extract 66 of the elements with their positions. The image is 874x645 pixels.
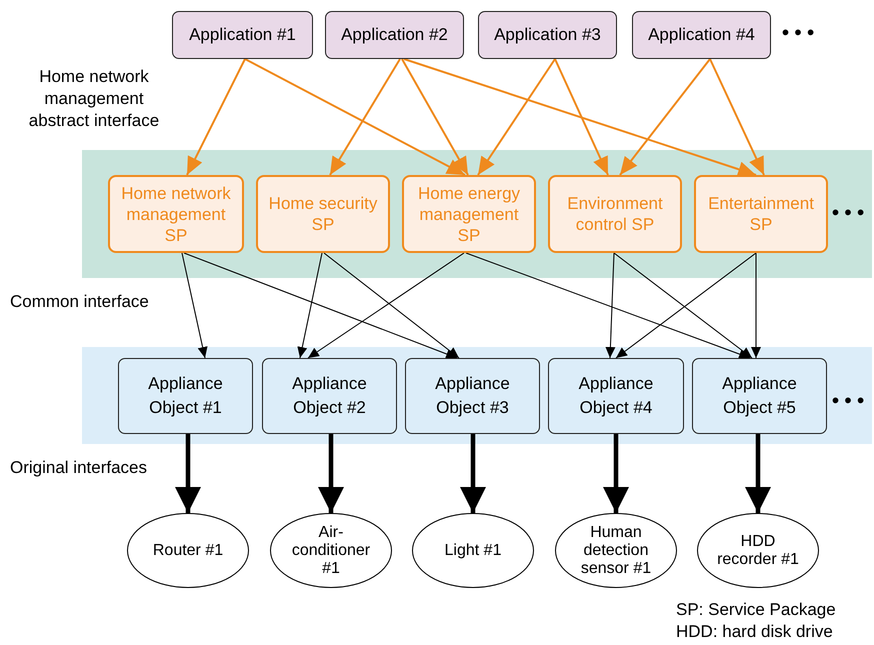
interface-label: Common interface bbox=[10, 292, 149, 312]
node-label: Home security SP bbox=[268, 193, 378, 235]
service-package-box bbox=[256, 175, 390, 253]
ellipsis-dots: • • • bbox=[832, 202, 864, 225]
node-label: Router #1 bbox=[152, 542, 224, 560]
node-label: Home energy management SP bbox=[416, 182, 522, 246]
arrow bbox=[182, 252, 208, 358]
node-label: Appliance Object #5 bbox=[721, 373, 798, 419]
node-label: Application #3 bbox=[494, 25, 601, 45]
node-label: Appliance Object #4 bbox=[578, 373, 654, 419]
device-ellipse bbox=[555, 513, 677, 588]
arrow bbox=[619, 58, 711, 176]
node-label: Application #1 bbox=[189, 25, 296, 45]
node-label: HDD recorder #1 bbox=[716, 532, 800, 568]
service-package-box bbox=[402, 175, 536, 253]
arrow bbox=[709, 58, 765, 176]
arrow bbox=[404, 58, 756, 177]
appliance-object-box bbox=[692, 358, 827, 434]
arrow bbox=[297, 252, 322, 358]
service-package-box bbox=[548, 175, 682, 253]
application-box bbox=[325, 11, 464, 59]
node-label: Application #4 bbox=[648, 25, 755, 45]
arrow bbox=[184, 252, 458, 359]
appliance-object-box bbox=[405, 358, 540, 434]
ellipsis-dots: • • • bbox=[782, 22, 814, 45]
interface-label: Home network management abstract interface bbox=[28, 66, 160, 132]
node-label: Appliance Object #3 bbox=[434, 373, 511, 419]
abbreviation-note: HDD: hard disk drive bbox=[676, 622, 833, 642]
node-label: Appliance Object #2 bbox=[291, 373, 368, 419]
node-label: Light #1 bbox=[444, 542, 502, 560]
arrow bbox=[460, 434, 486, 513]
appliance-object-box bbox=[262, 358, 397, 434]
device-ellipse bbox=[127, 513, 249, 588]
arrow bbox=[603, 434, 629, 513]
device-ellipse bbox=[412, 513, 534, 588]
arrow bbox=[401, 58, 469, 176]
abbreviation-note: SP: Service Package bbox=[676, 600, 836, 620]
node-label: Appliance Object #1 bbox=[147, 373, 224, 419]
node-label: Human detection sensor #1 bbox=[580, 524, 652, 578]
appliance-object-box bbox=[548, 358, 684, 434]
appliance-object-box bbox=[118, 358, 253, 434]
arrow bbox=[186, 58, 246, 176]
device-ellipse bbox=[697, 513, 819, 588]
application-box bbox=[478, 11, 617, 59]
arrow bbox=[329, 58, 401, 176]
node-label: Entertainment SP bbox=[707, 193, 815, 235]
arrow bbox=[244, 58, 466, 176]
arrow bbox=[745, 434, 771, 513]
arrow bbox=[466, 252, 750, 359]
device-ellipse bbox=[270, 513, 392, 588]
application-box bbox=[172, 11, 313, 59]
arrow bbox=[751, 252, 761, 358]
service-package-box bbox=[108, 175, 244, 253]
service-package-box bbox=[694, 175, 828, 253]
arrow bbox=[605, 252, 616, 358]
node-label: Application #2 bbox=[341, 25, 448, 45]
node-label: Home network management SP bbox=[120, 182, 232, 246]
arrow bbox=[175, 434, 201, 513]
interface-label: Original interfaces bbox=[10, 458, 148, 478]
arrow bbox=[477, 58, 556, 176]
arrow bbox=[554, 58, 609, 176]
arrow bbox=[318, 434, 344, 513]
node-label: Air-conditioner #1 bbox=[290, 524, 372, 578]
node-label: Environment control SP bbox=[566, 193, 664, 235]
application-box bbox=[632, 11, 771, 59]
ellipsis-dots: • • • bbox=[832, 390, 864, 413]
